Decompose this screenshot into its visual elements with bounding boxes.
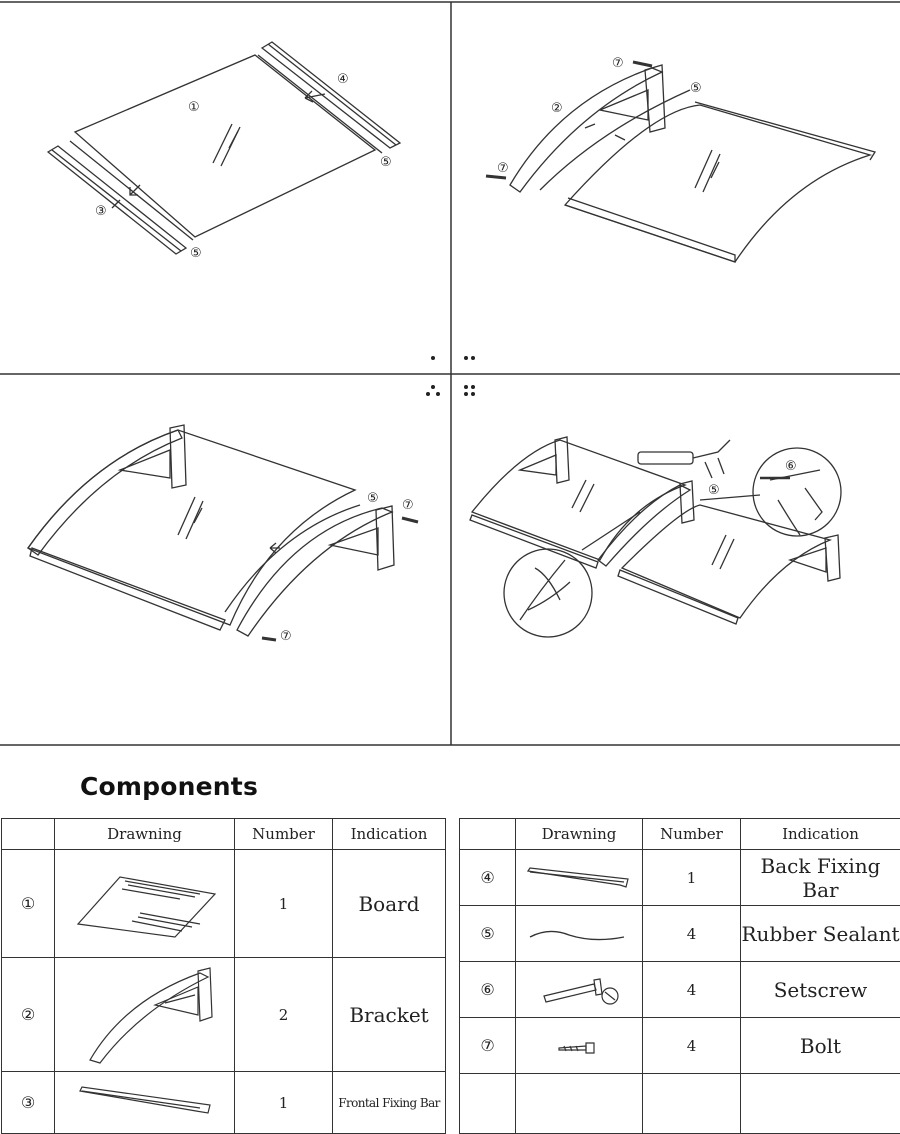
components-table-right: Drawning Number Indication ④ 1 Back Fixi… [459,818,900,1134]
row-number: 4 [643,906,741,962]
caulking-gun [638,452,693,464]
drawing-cell [516,850,643,906]
callout-5-rubber-panel2: ⑤ [690,81,702,96]
callout-4-back-bar: ④ [337,72,349,87]
row-number: 1 [643,850,741,906]
front-bar-shape [48,146,186,254]
callout-5-rubber-panel3: ⑤ [367,491,379,506]
curved-board [565,105,870,262]
row-id: ① [2,850,55,958]
table-row: ⑤ 4 Rubber Sealant [460,906,900,962]
step-2-bracket-attach [486,62,875,262]
row-indication: Bracket [333,958,446,1072]
table-row: ③ 1 Frontal Fixing Bar [2,1072,446,1134]
header-number: Number [643,819,741,850]
row-id: ④ [460,850,516,906]
drawing-cell [516,906,643,962]
table-row: ④ 1 Back Fixing Bar [460,850,900,906]
row-number: 4 [643,962,741,1018]
callout-7-bolt-side: ⑦ [497,161,509,176]
assembly-steps-svg: ① ④ ⑤ ③ ⑤ ⑦ ② ⑤ ⑦ [0,0,900,750]
row-id: ⑤ [460,906,516,962]
detail-zoom-right [753,448,841,536]
drawing-cell [55,958,235,1072]
callout-1-board: ① [188,100,200,115]
components-heading: Components [80,772,258,801]
bracket-arm [510,68,662,192]
drawing-cell [55,850,235,958]
table-row-empty [460,1074,900,1134]
callout-7-bolt-top: ⑦ [612,56,624,71]
callout-7-bolt-panel3-bottom: ⑦ [280,629,292,644]
frontal-bar-icon [70,1083,220,1123]
drawing-cell [55,1072,235,1134]
callout-5-rubber-front: ⑤ [190,246,202,261]
callout-6-setscrew: ⑥ [785,459,797,474]
table-row: ① 1 Board [2,850,446,958]
table-header-row: Drawning Number Indication [460,819,900,850]
callout-5-rubber-panel4: ⑤ [708,483,720,498]
row-number: 1 [235,850,333,958]
row-number: 1 [235,1072,333,1134]
row-id: ⑦ [460,1018,516,1074]
row-indication: Rubber Sealant [741,906,900,962]
setscrew-icon [524,970,634,1010]
callout-7-bolt-panel3-top: ⑦ [402,498,414,513]
detail-zoom-left [504,549,592,637]
table-row: ⑥ 4 Setscrew [460,962,900,1018]
row-indication: Back Fixing Bar [741,850,900,906]
row-number: 4 [643,1018,741,1074]
bolt-icon [524,1031,634,1061]
callout-2-bracket: ② [551,101,563,116]
header-id-cell [460,819,516,850]
components-table-left: Drawning Number Indication ① 1 Board ② 2 [1,818,446,1134]
row-indication: Setscrew [741,962,900,1018]
drawing-cell [516,962,643,1018]
table-row: ② 2 Bracket [2,958,446,1072]
header-drawing: Drawning [55,819,235,850]
row-indication: Bolt [741,1018,900,1074]
header-drawing: Drawning [516,819,643,850]
row-indication: Frontal Fixing Bar [333,1072,446,1134]
header-id-cell [2,819,55,850]
row-id: ③ [2,1072,55,1134]
assembly-diagram: ① ④ ⑤ ③ ⑤ ⑦ ② ⑤ ⑦ [0,0,900,750]
step-3-awning-brackets [28,425,418,640]
row-id: ② [2,958,55,1072]
rubber-sealant-icon [524,919,634,949]
drawing-cell [516,1018,643,1074]
row-number: 2 [235,958,333,1072]
board-icon [70,869,220,939]
header-indication: Indication [333,819,446,850]
header-number: Number [235,819,333,850]
back-bar-icon [524,863,634,893]
row-indication: Board [333,850,446,958]
table-header-row: Drawning Number Indication [2,819,446,850]
header-indication: Indication [741,819,900,850]
row-id: ⑥ [460,962,516,1018]
callout-3-front-bar: ③ [95,204,107,219]
callout-5-rubber: ⑤ [380,155,392,170]
table-row: ⑦ 4 Bolt [460,1018,900,1074]
bracket-icon [70,965,220,1065]
